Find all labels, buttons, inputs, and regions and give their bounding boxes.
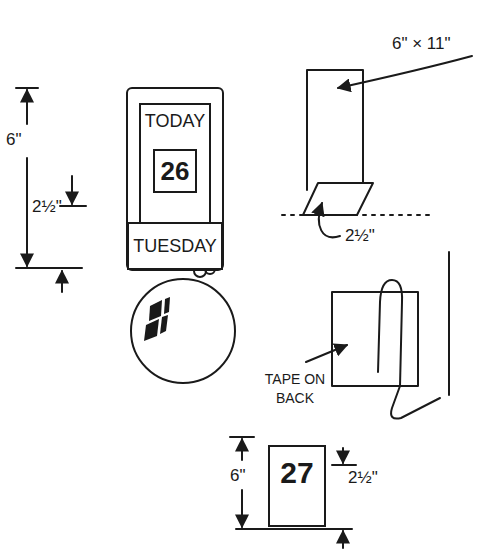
dimension-line — [241, 490, 243, 527]
dimension-tick — [16, 267, 82, 269]
wall-line — [448, 252, 450, 395]
dimension-line — [26, 90, 28, 124]
paper-sheet — [307, 70, 363, 190]
window-pane — [149, 300, 162, 321]
dimension-line — [342, 531, 344, 548]
node-text: TODAY — [141, 105, 209, 133]
window-pane — [160, 315, 168, 334]
dimension-label: 2½" — [348, 468, 378, 487]
dimension-label: 2½" — [345, 226, 375, 245]
dimension-tick — [230, 436, 254, 438]
window-pane — [144, 319, 159, 341]
dimension-tick — [16, 87, 38, 89]
note-label: TAPE ON BACK — [262, 370, 328, 408]
dimension-tick — [332, 464, 356, 466]
leader-line — [338, 56, 472, 88]
dimension-line — [26, 158, 28, 266]
dimension-label: 6" — [6, 130, 22, 149]
fold-line — [282, 214, 432, 216]
ball — [131, 279, 235, 383]
dimension-tick — [236, 528, 352, 530]
node-text: 27 — [270, 447, 324, 491]
dimension-line — [241, 439, 243, 460]
frame-box: TODAY 26 — [139, 103, 211, 233]
dimension-label: 6" — [230, 466, 246, 485]
date-box: 26 — [153, 149, 197, 193]
dimension-line — [61, 271, 63, 292]
leader-line — [306, 345, 347, 362]
node-text: 26 — [155, 151, 195, 191]
dimension-line — [342, 448, 344, 463]
pocket-band: TUESDAY — [127, 222, 223, 270]
dimension-tick — [60, 205, 86, 207]
calendar-card — [127, 88, 223, 270]
paper-clip-hook — [378, 280, 440, 419]
dimension-line — [71, 176, 73, 204]
node-text: TUESDAY — [129, 224, 221, 266]
window-pane — [164, 297, 170, 314]
size-label: 6" × 11" — [392, 34, 451, 53]
leader-line — [319, 203, 340, 237]
paper-square — [332, 292, 418, 386]
dimension-label: 2½" — [32, 197, 62, 216]
date-card: 27 — [268, 445, 326, 527]
folded-flap — [303, 183, 373, 215]
